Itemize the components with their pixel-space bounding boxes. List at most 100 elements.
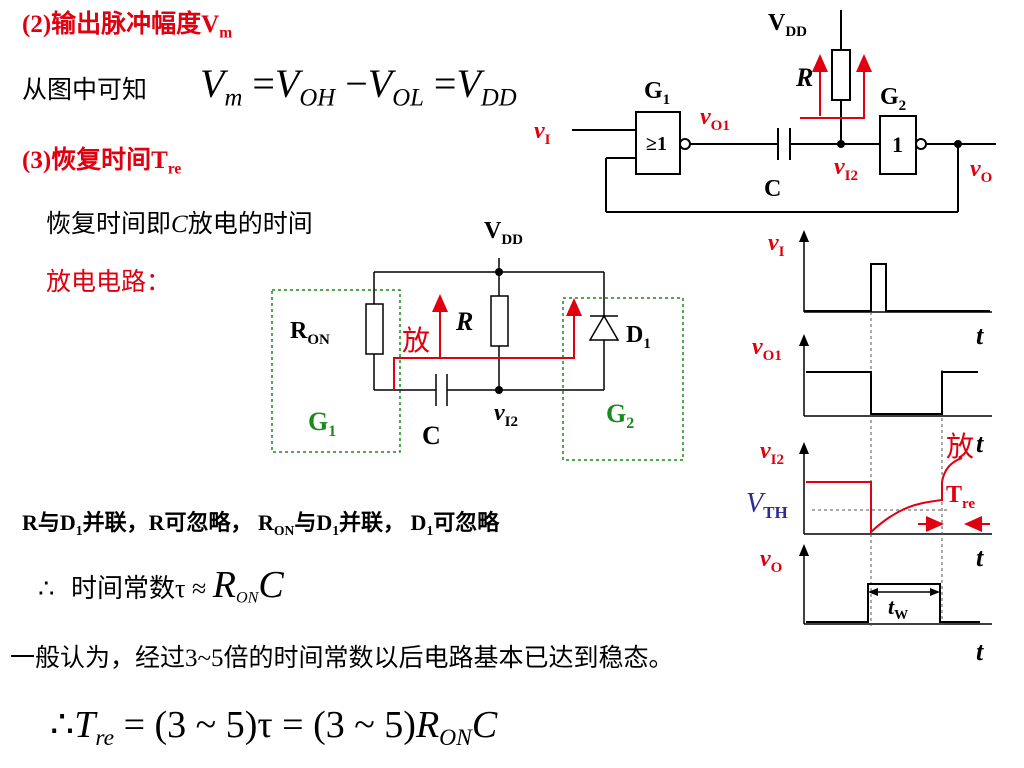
note-b3: 并联，	[339, 510, 406, 535]
g2-bubble	[915, 138, 927, 150]
tre-re: re	[95, 725, 115, 752]
tre-therefore: ∴	[50, 704, 75, 746]
tre-on: ON	[439, 725, 472, 752]
top-g1-label: G1	[644, 78, 670, 108]
wf-tre-label: Tre	[946, 482, 975, 512]
wf-t-label-4: t	[976, 637, 984, 666]
eq-minus: −	[345, 61, 368, 106]
top-c-label: C	[764, 176, 781, 202]
note-b2: 与D	[294, 510, 333, 535]
g1-bubble	[679, 138, 691, 150]
g1-gate-symbol: ≥1	[646, 133, 667, 155]
top-r-label: R	[795, 63, 813, 92]
waveform-axes	[803, 236, 992, 625]
tau-therefore: ∴	[38, 574, 55, 603]
note-c1: D	[410, 510, 427, 535]
top-vi-label: vI	[534, 118, 551, 148]
note-a2: 并联，	[82, 510, 149, 535]
eq-vol: V	[367, 61, 393, 106]
eq-vdd: V	[456, 61, 481, 106]
tw-arrow-left	[868, 588, 878, 596]
top-red-arrow-right	[800, 54, 872, 119]
vo-axis-arrow	[799, 544, 809, 556]
node-vi2-top	[837, 140, 845, 148]
top-g2-label: G2	[880, 84, 906, 114]
recovery-c: C	[171, 211, 188, 238]
node-top-rail	[495, 268, 503, 276]
g2-dashed-box	[562, 297, 684, 461]
wf-tw-label: tW	[888, 594, 908, 623]
vi2-axis-arrow	[799, 442, 809, 454]
note-a1-sub: 1	[75, 522, 83, 538]
tw-arrow-right	[930, 588, 940, 596]
eq-dd: DD	[480, 84, 517, 112]
note-a1: R与D	[22, 510, 76, 535]
axis-arrowheads	[799, 230, 809, 556]
heading-3-sub: re	[167, 160, 182, 178]
mid-vi2-label: vI2	[494, 400, 518, 430]
tre-formula: ∴Tre = (3 ~ 5)τ = (3 ~ 5)RONC	[50, 704, 498, 750]
parallel-note: R与D1并联，R可忽略， RON与D1并联， D1可忽略	[22, 510, 500, 538]
eq-voh: V	[274, 61, 300, 106]
vi2-waveform	[806, 457, 963, 535]
eq-oh: OH	[299, 84, 336, 112]
tau-on: ON	[235, 589, 259, 607]
from-figure-text: 从图中可知	[22, 77, 148, 104]
eq-equals-2: =	[433, 61, 457, 106]
recovery-pre: 恢复时间即	[46, 211, 172, 238]
heading-2-text: (2)输出脉冲幅度V	[22, 11, 220, 38]
node-vo-top	[954, 140, 962, 148]
eq-ol: OL	[392, 84, 424, 112]
tau-c: C	[258, 564, 284, 606]
vi-axis-arrow	[799, 230, 809, 242]
eq-equals-1: =	[252, 61, 275, 106]
tre-r: R	[415, 704, 440, 746]
eq-v: V	[200, 61, 225, 106]
wf-vi-label: vI	[768, 230, 785, 260]
recovery-description: 恢复时间即C放电的时间	[46, 212, 313, 237]
wf-t-label-1: t	[976, 321, 984, 350]
heading-output-amplitude: (2)输出脉冲幅度Vm	[22, 11, 232, 41]
vo-waveform	[806, 583, 980, 623]
wf-fang-label: 放	[946, 431, 974, 463]
tau-r: R	[212, 564, 236, 606]
top-vo1-label: vO1	[700, 104, 730, 134]
mid-g1-label: G1	[308, 407, 336, 440]
resistor-ron	[365, 303, 384, 355]
mid-r-label: R	[455, 307, 473, 336]
mid-vdd-label: VDD	[484, 218, 523, 248]
vo1-waveform	[806, 371, 978, 415]
mid-g2-label: G2	[606, 399, 634, 432]
diode-d1	[588, 314, 620, 341]
general-note: 一般认为，经过3~5倍的时间常数以后电路基本已达到稳态。	[10, 645, 674, 672]
tre-eq: = (3 ~ 5)τ = (3 ~ 5)	[123, 704, 416, 746]
ron-label: RON	[290, 318, 330, 348]
node-vi2-mid	[495, 386, 503, 394]
tre-c: C	[471, 704, 498, 746]
timing-guides	[812, 264, 950, 626]
discharge-circuit-title: 放电电路：	[46, 269, 172, 296]
mid-c-label: C	[422, 421, 441, 450]
top-vi2-label: vI2	[834, 154, 858, 184]
g1-dashed-box	[271, 289, 401, 453]
resistor-r-mid	[490, 295, 509, 347]
note-c2: 可忽略	[433, 510, 500, 535]
eq-m: m	[224, 84, 243, 112]
discharge-path-arrow	[393, 298, 582, 390]
g2-gate-symbol: 1	[892, 132, 903, 157]
vo1-axis-arrow	[799, 334, 809, 346]
note-b1-sub: ON	[273, 522, 295, 538]
wf-vo1-label: vO1	[752, 334, 782, 364]
discharge-circuit	[271, 258, 684, 461]
top-vo-label: vO	[970, 156, 992, 186]
heading-2-sub: m	[219, 24, 233, 42]
vm-equation: Vm =VOH −VOL =VDD	[200, 61, 517, 111]
note-b1: R	[258, 510, 274, 535]
tau-line: ∴ 时间常数τ ≈ RONC	[38, 564, 284, 607]
discharge-fang-label: 放	[402, 325, 430, 357]
resistor-r-top	[831, 49, 851, 101]
tau-text: 时间常数τ ≈	[71, 574, 213, 603]
d1-label: D1	[626, 322, 651, 352]
note-c1-sub: 1	[426, 522, 434, 538]
vi-waveform	[804, 263, 990, 312]
